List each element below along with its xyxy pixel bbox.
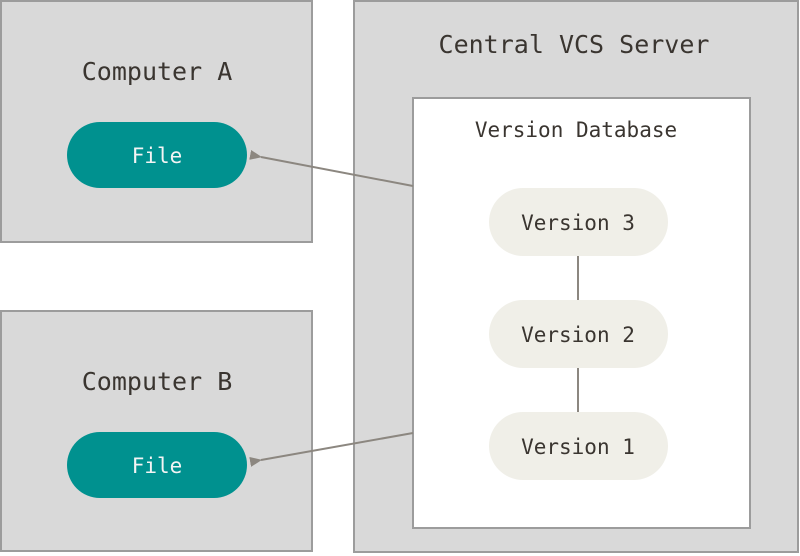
central-vcs-server: Central VCS Server Version Database Vers… xyxy=(353,0,799,553)
file-b xyxy=(67,432,247,498)
version-1-label: Version 1 xyxy=(521,435,635,459)
version-3 xyxy=(489,188,668,256)
file-a-label: File xyxy=(132,144,183,168)
arrow-to-computer-a xyxy=(249,150,414,187)
arrow-to-computer-b xyxy=(249,432,414,467)
version-2-label: Version 2 xyxy=(521,323,635,347)
computer-a-title: Computer A xyxy=(82,57,233,86)
version-2 xyxy=(489,300,668,368)
file-a xyxy=(67,122,247,188)
file-b-label: File xyxy=(132,454,183,478)
computer-a: Computer A File xyxy=(0,0,313,243)
version-3-label: Version 3 xyxy=(521,211,635,235)
server-title: Central VCS Server xyxy=(439,30,710,59)
computer-b-title: Computer B xyxy=(82,367,233,396)
computer-b: Computer B File xyxy=(0,310,313,552)
version-1 xyxy=(489,412,668,480)
database-title: Version Database xyxy=(475,118,677,142)
